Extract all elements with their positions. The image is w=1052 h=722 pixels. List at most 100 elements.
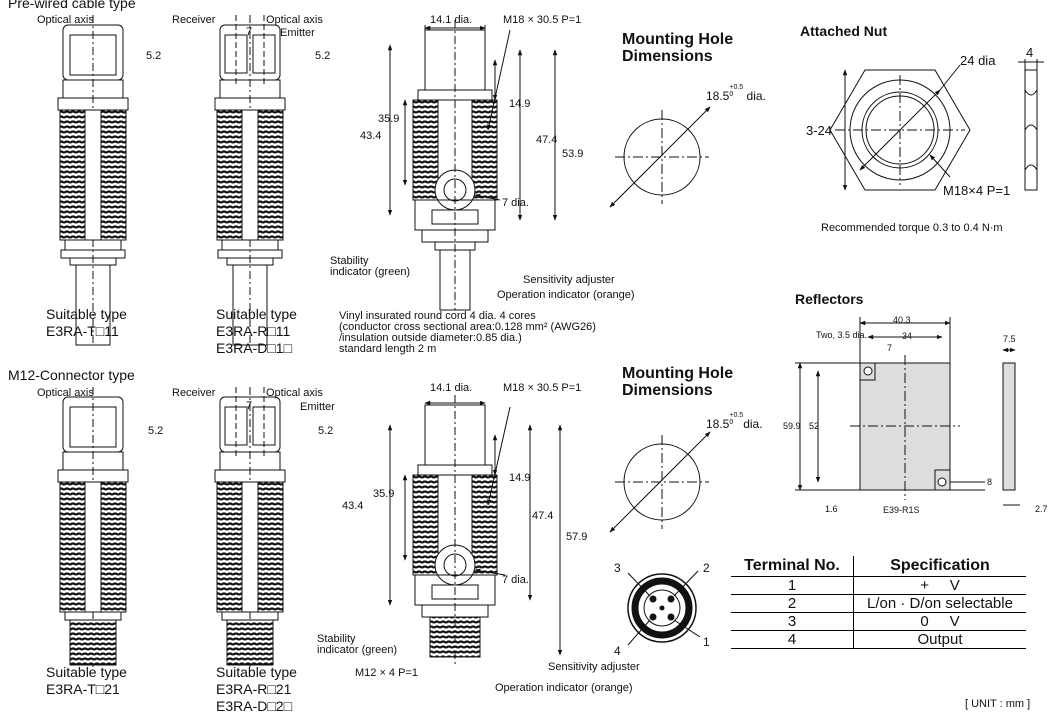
prewired-dim-434: 43.4: [360, 130, 382, 142]
connector-sensitivity-label: Sensitivity adjuster: [548, 661, 640, 673]
prewired-mounting-tol-up: +0.5: [729, 84, 744, 91]
reflector-holes-label: Two, 3.5 dia.: [816, 330, 868, 340]
connector-t-dim-52: 5.2: [148, 425, 164, 437]
prewired-sensitivity-label: Sensitivity adjuster: [523, 274, 615, 286]
reflector-dim-75: 7.5: [1003, 334, 1016, 344]
connector-sensor-r-drawing: [214, 387, 286, 667]
nut-dia24-label: 24 dia: [960, 53, 996, 68]
nut-thread-label: M18×4 P=1: [943, 183, 1011, 198]
connector-mounting-dim-value: 18.5: [706, 417, 730, 431]
connector-t-type-1: E3RA-T□21: [46, 681, 120, 697]
connector-pin-layout-drawing: [627, 570, 701, 646]
connector-r-optical-axis-label: Optical axis: [266, 387, 323, 399]
connector-r-suitable-label: Suitable type: [216, 664, 297, 680]
prewired-mounting-dia: dia.: [743, 89, 766, 103]
prewired-dim-7dia: 7 dia.: [502, 197, 529, 209]
nut-width-label: 4: [1026, 45, 1034, 60]
prewired-r-suitable-label: Suitable type: [216, 306, 297, 322]
prewired-dim-474: 47.4: [536, 134, 558, 146]
table-cell: L/on · D/on selectable: [853, 594, 1026, 613]
prewired-mounting-tol-down: 0: [729, 91, 734, 98]
prewired-side-view-drawing: [387, 20, 558, 311]
connector-r-type-1: E3RA-R□21: [216, 681, 292, 697]
prewired-r-receiver-label: Receiver: [172, 14, 216, 26]
connector-dim-dia141: 14.1 dia.: [430, 382, 473, 394]
table-cell: 3: [731, 612, 854, 631]
table-cell: 0 V: [853, 612, 1026, 631]
prewired-operation-label: Operation indicator (orange): [497, 289, 635, 301]
connector-dim-359: 35.9: [373, 488, 395, 500]
prewired-r-emitter-label: Emitter: [280, 27, 315, 39]
prewired-t-dim-52: 5.2: [146, 50, 162, 62]
prewired-mounting-title: Mounting Hole Dimensions: [622, 31, 734, 65]
prewired-r-type-2: E3RA-D□1□: [216, 340, 293, 356]
connector-r-dim-7: 7: [246, 400, 253, 412]
connector-t-optical-axis-label: Optical axis: [37, 387, 94, 399]
terminal-table: Terminal No. Specification 1 + V 2 L/on …: [731, 556, 1026, 649]
connector-stability-label: Stability indicator (green): [317, 633, 398, 656]
reflector-dim-8: 8: [987, 477, 993, 487]
prewired-mounting-hole-drawing: [609, 106, 711, 208]
reflector-dim-52: 52: [809, 421, 820, 431]
prewired-r-optical-axis-label: Optical axis: [266, 14, 323, 26]
prewired-t-suitable-label: Suitable type: [46, 306, 127, 322]
reflector-title: Reflectors: [795, 291, 864, 307]
table-row: 1 + V: [731, 576, 1026, 595]
prewired-r-dim-7: 7: [246, 26, 253, 38]
prewired-t-type-1: E3RA-T□11: [46, 323, 119, 339]
connector-m12-label: M12 × 4 P=1: [355, 667, 418, 679]
table-row: 2 L/on · D/on selectable: [731, 594, 1026, 613]
reflector-dim-27: 2.7: [1035, 504, 1048, 514]
nut-title: Attached Nut: [800, 23, 888, 39]
prewired-dim-dia141: 14.1 dia.: [430, 14, 473, 26]
prewired-section-title: Pre-wired cable type: [8, 0, 136, 11]
connector-mounting-tol-down: 0: [729, 419, 734, 426]
prewired-dim-539: 53.9: [562, 148, 584, 160]
prewired-sensor-t-drawing: [57, 15, 129, 346]
prewired-t-optical-axis-label: Optical axis: [37, 14, 94, 26]
prewired-dim-thread: M18 × 30.5 P=1: [503, 14, 582, 26]
connector-dim-thread: M18 × 30.5 P=1: [503, 382, 582, 394]
table-row: 4 Output: [731, 630, 1026, 649]
connector-pin-3: 3: [614, 561, 621, 575]
reflector-drawing: [795, 317, 1020, 506]
table-row: 3 0 V: [731, 612, 1026, 631]
table-header-row: Terminal No. Specification: [731, 556, 1026, 577]
connector-sensor-t-drawing: [57, 387, 129, 667]
table-cell: 1: [731, 576, 854, 595]
nut-across-label: 3-24: [806, 123, 833, 138]
prewired-dim-149: 14.9: [509, 98, 531, 110]
prewired-cord-note: Vinyl insurated round cord 4 dia. 4 core…: [339, 310, 596, 355]
connector-r-receiver-label: Receiver: [172, 387, 216, 399]
connector-dim-149: 14.9: [509, 472, 531, 484]
reflector-model: E39-R1S: [883, 505, 920, 515]
table-cell: 2: [731, 594, 854, 613]
connector-mounting-hole-drawing: [609, 431, 711, 533]
connector-side-view-drawing: [387, 395, 563, 665]
connector-r-emitter-label: Emitter: [300, 401, 335, 413]
connector-pin-1: 1: [703, 635, 710, 649]
reflector-dim-16: 1.6: [825, 504, 838, 514]
unit-label: [ UNIT : mm ]: [965, 698, 1031, 710]
table-cell: Output: [853, 630, 1026, 649]
prewired-mounting-dim-value: 18.5: [706, 89, 730, 103]
table-header: Specification: [853, 556, 1026, 577]
reflector-dim-34: 34: [902, 331, 913, 341]
connector-section-title: M12-Connector type: [8, 367, 135, 383]
connector-mounting-tol-up: +0.5: [729, 412, 744, 419]
reflector-dim-7: 7: [887, 343, 893, 353]
table-header: Terminal No.: [731, 556, 854, 577]
prewired-r-dim-52: 5.2: [315, 50, 331, 62]
connector-pin-4: 4: [614, 644, 621, 658]
connector-dim-434: 43.4: [342, 500, 364, 512]
reflector-dim-403: 40.3: [893, 315, 911, 325]
connector-dim-579: 57.9: [566, 531, 588, 543]
connector-t-suitable-label: Suitable type: [46, 664, 127, 680]
table-cell: + V: [853, 576, 1026, 595]
connector-mounting-dia: dia.: [743, 417, 763, 431]
connector-mounting-title: Mounting Hole Dimensions: [622, 365, 734, 399]
connector-dim-474: 47.4: [532, 510, 554, 522]
prewired-sensor-r-drawing: [214, 15, 286, 346]
